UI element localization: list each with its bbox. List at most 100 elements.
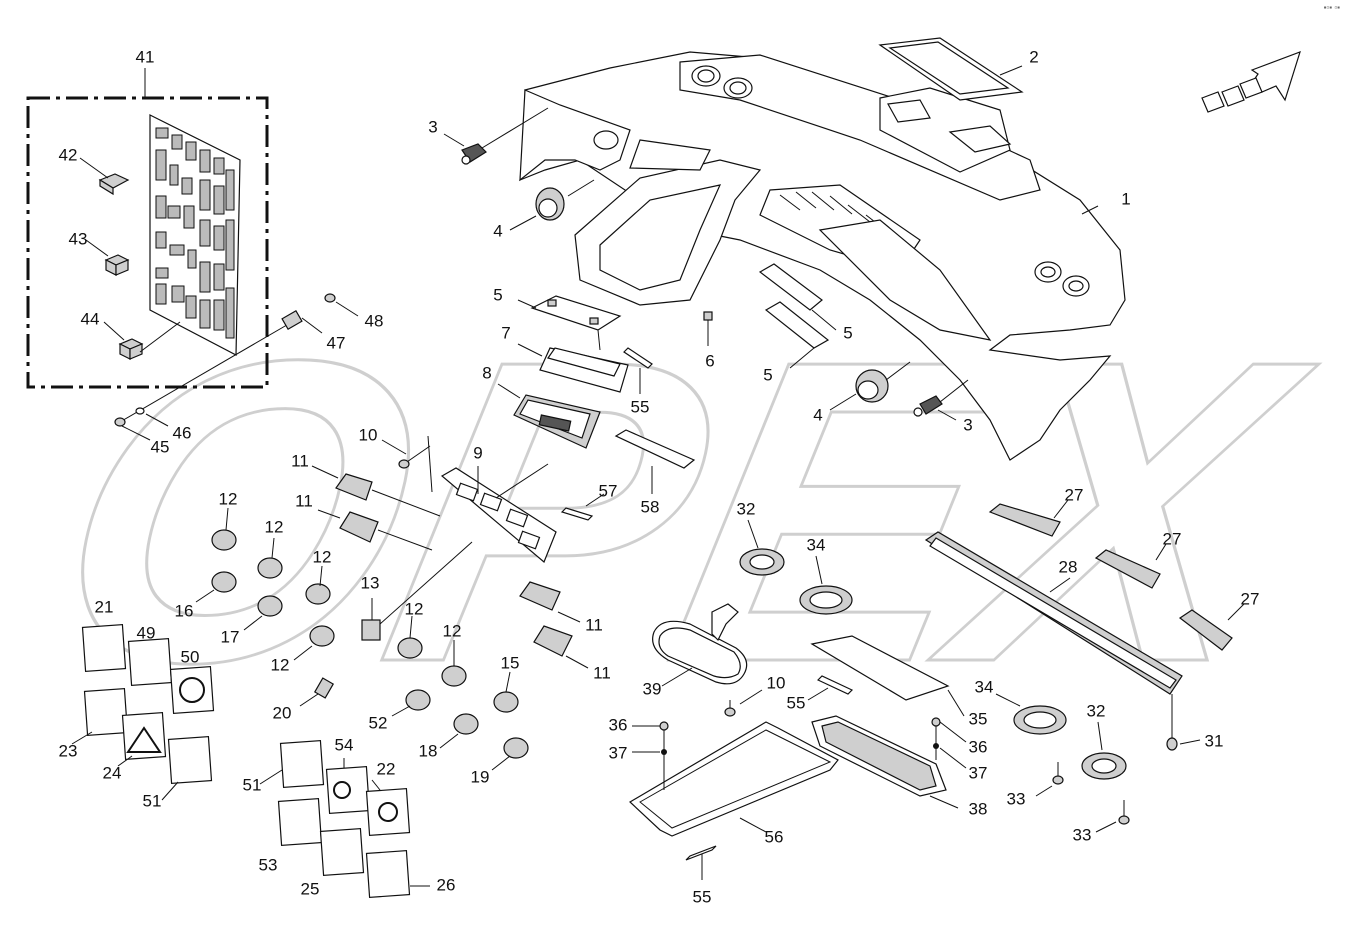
callout-2: 2 (1029, 47, 1038, 66)
callout-12: 12 (443, 621, 462, 640)
dashboard-housing (519, 51, 1126, 461)
callout-25: 25 (301, 879, 320, 898)
callout-9: 9 (473, 443, 482, 462)
callout-38: 38 (969, 799, 988, 818)
callout-55: 55 (693, 887, 712, 906)
clip-6 (703, 311, 713, 346)
callout-12: 12 (271, 655, 290, 674)
callout-10: 10 (359, 425, 378, 444)
housing-7 (517, 343, 629, 393)
callout-52: 52 (369, 713, 388, 732)
corner-mark: ▪▫▪ ▫▪ (1324, 3, 1341, 12)
callout-21: 21 (95, 597, 114, 616)
screw-33 (1035, 762, 1130, 833)
callout-11: 11 (295, 491, 313, 510)
callout-49: 49 (137, 623, 156, 642)
callout-45: 45 (151, 437, 170, 456)
callout-26: 26 (437, 875, 456, 894)
callout-22: 22 (377, 759, 396, 778)
callout-12: 12 (313, 547, 332, 566)
callout-43: 43 (69, 229, 88, 248)
cover-5 (517, 263, 837, 369)
callout-5: 5 (843, 323, 852, 342)
strip-55 (623, 347, 854, 880)
callout-1: 1 (1121, 189, 1130, 208)
callout-33: 33 (1007, 789, 1026, 808)
callout-16: 16 (175, 601, 194, 620)
callout-55: 55 (787, 693, 806, 712)
callout-39: 39 (643, 679, 662, 698)
callout-36: 36 (969, 737, 988, 756)
callout-5: 5 (763, 365, 772, 384)
callout-54: 54 (335, 735, 354, 754)
callout-18: 18 (419, 741, 438, 760)
callout-3: 3 (428, 117, 437, 136)
callout-12: 12 (265, 517, 284, 536)
callout-36: 36 (609, 715, 628, 734)
callout-19: 19 (471, 767, 490, 786)
callout-11: 11 (585, 615, 603, 634)
callout-32: 32 (737, 499, 756, 518)
callout-11: 11 (593, 663, 611, 682)
callout-23: 23 (59, 741, 78, 760)
label-icons (71, 624, 430, 898)
callout-51: 51 (243, 775, 262, 794)
callout-33: 33 (1073, 825, 1092, 844)
callout-6: 6 (705, 351, 714, 370)
callout-7: 7 (501, 323, 510, 342)
display-8 (497, 383, 601, 449)
callout-37: 37 (969, 763, 988, 782)
callout-56: 56 (765, 827, 784, 846)
callout-28: 28 (1059, 557, 1078, 576)
callout-27: 27 (1241, 589, 1260, 608)
callout-34: 34 (975, 677, 994, 696)
callout-53: 53 (259, 855, 278, 874)
callout-17: 17 (221, 627, 240, 646)
callout-24: 24 (103, 763, 122, 782)
watermark: OPEX (20, 271, 1339, 752)
callout-12: 12 (405, 599, 424, 618)
leader-lines (195, 507, 511, 771)
plate-35 (810, 635, 965, 717)
callout-15: 15 (501, 653, 520, 672)
callout-35: 35 (969, 709, 988, 728)
screw-10 (381, 439, 763, 717)
switch-panel-9 (427, 435, 557, 563)
grommets (739, 519, 1127, 780)
callout-27: 27 (1163, 529, 1182, 548)
callout-48: 48 (365, 311, 384, 330)
callout-41: 41 (136, 47, 155, 66)
callout-44: 44 (81, 309, 100, 328)
callout-32: 32 (1087, 701, 1106, 720)
callout-34: 34 (807, 535, 826, 554)
frame-56 (629, 717, 967, 837)
callout-12: 12 (219, 489, 238, 508)
light-27 (988, 499, 1245, 651)
callout-11: 11 (291, 451, 309, 470)
tray-38 (811, 715, 959, 809)
film-58 (614, 429, 696, 494)
callout-46: 46 (173, 423, 192, 442)
callout-57: 57 (599, 481, 618, 500)
callout-27: 27 (1065, 485, 1084, 504)
callout-31: 31 (1205, 731, 1224, 750)
callout-42: 42 (59, 145, 78, 164)
callout-10: 10 (767, 673, 786, 692)
callout-4: 4 (813, 405, 822, 424)
callout-4: 4 (493, 221, 502, 240)
callout-37: 37 (609, 743, 628, 762)
callout-50: 50 (181, 647, 200, 666)
strip-57 (560, 493, 605, 521)
callout-55: 55 (631, 397, 650, 416)
direction-arrow-icon (1201, 51, 1301, 113)
callout-5: 5 (493, 285, 502, 304)
clip-3 (443, 107, 969, 421)
callout-13: 13 (361, 573, 380, 592)
handle-bar-28 (924, 531, 1201, 751)
bolt-set-45-48 (114, 293, 359, 441)
callout-58: 58 (641, 497, 660, 516)
pad-2 (878, 37, 1024, 101)
callout-20: 20 (273, 703, 292, 722)
callout-47: 47 (327, 333, 346, 352)
